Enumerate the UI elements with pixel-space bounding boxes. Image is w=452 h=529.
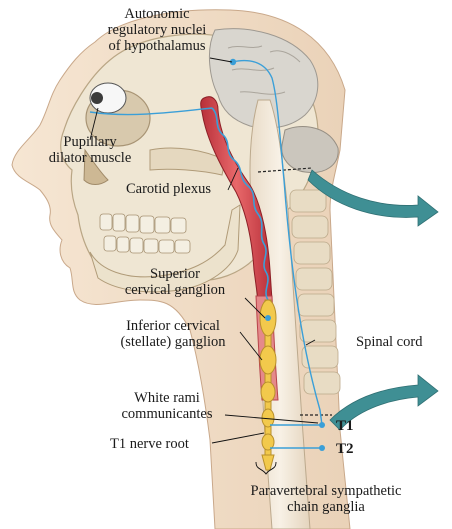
leader-lines	[89, 57, 319, 475]
label-hypothalamus-line2: regulatory nuclei	[107, 22, 207, 38]
pupil	[91, 92, 103, 104]
nasal-cavity	[83, 148, 109, 185]
label-inferior-cervical-ganglion: Inferior cervical (stellate) ganglion	[98, 318, 248, 350]
label-t1: T1	[336, 418, 354, 434]
label-spinal-cord: Spinal cord	[356, 334, 423, 350]
label-inferior-line2: (stellate) ganglion	[120, 334, 226, 350]
label-superior-line1: Superior	[150, 266, 200, 282]
upper-teeth	[99, 213, 187, 234]
label-pupillary-line1: Pupillary	[63, 134, 117, 150]
outflow-arrow-lower	[329, 374, 439, 431]
label-superior-cervical-ganglion: Superior cervical ganglion	[100, 266, 250, 298]
eyeball	[89, 82, 127, 114]
label-hypothalamus: Autonomic regulatory nuclei of hypothala…	[82, 6, 232, 54]
label-t1-nerve-root: T1 nerve root	[110, 436, 189, 452]
outflow-arrow-upper	[307, 169, 439, 227]
brain	[209, 28, 319, 129]
synapse-dots	[229, 58, 325, 451]
label-pupillary-dilator: Pupillary dilator muscle	[30, 134, 150, 166]
brainstem-level-line	[257, 167, 313, 173]
cervical-vertebrae	[289, 189, 341, 395]
label-hypothalamus-line3: of hypothalamus	[108, 38, 206, 54]
cerebellum	[281, 126, 339, 174]
zygomatic-arch	[149, 147, 226, 176]
label-superior-line2: cervical ganglion	[124, 282, 226, 298]
label-hypothalamus-line1: Autonomic	[124, 6, 190, 22]
mandible	[89, 204, 241, 293]
label-inferior-line1: Inferior cervical	[126, 318, 220, 334]
label-white-rami: White rami communicantes	[102, 390, 232, 422]
descending-pathway	[231, 59, 323, 426]
pupil-nerve	[89, 107, 213, 116]
label-pupillary-line2: dilator muscle	[48, 150, 132, 166]
label-carotid-plexus: Carotid plexus	[126, 181, 211, 197]
label-t2: T2	[336, 441, 354, 457]
sympathetic-chain	[259, 299, 277, 471]
carotid-plexus-nerve	[211, 107, 269, 301]
label-paravertebral-line1: Paravertebral sympathetic	[250, 483, 402, 499]
label-white-rami-line2: communicantes	[121, 406, 213, 422]
lower-teeth	[103, 235, 191, 254]
label-white-rami-line1: White rami	[134, 390, 200, 406]
label-paravertebral-line2: chain ganglia	[287, 499, 365, 515]
label-paravertebral-chain: Paravertebral sympathetic chain ganglia	[226, 483, 426, 515]
